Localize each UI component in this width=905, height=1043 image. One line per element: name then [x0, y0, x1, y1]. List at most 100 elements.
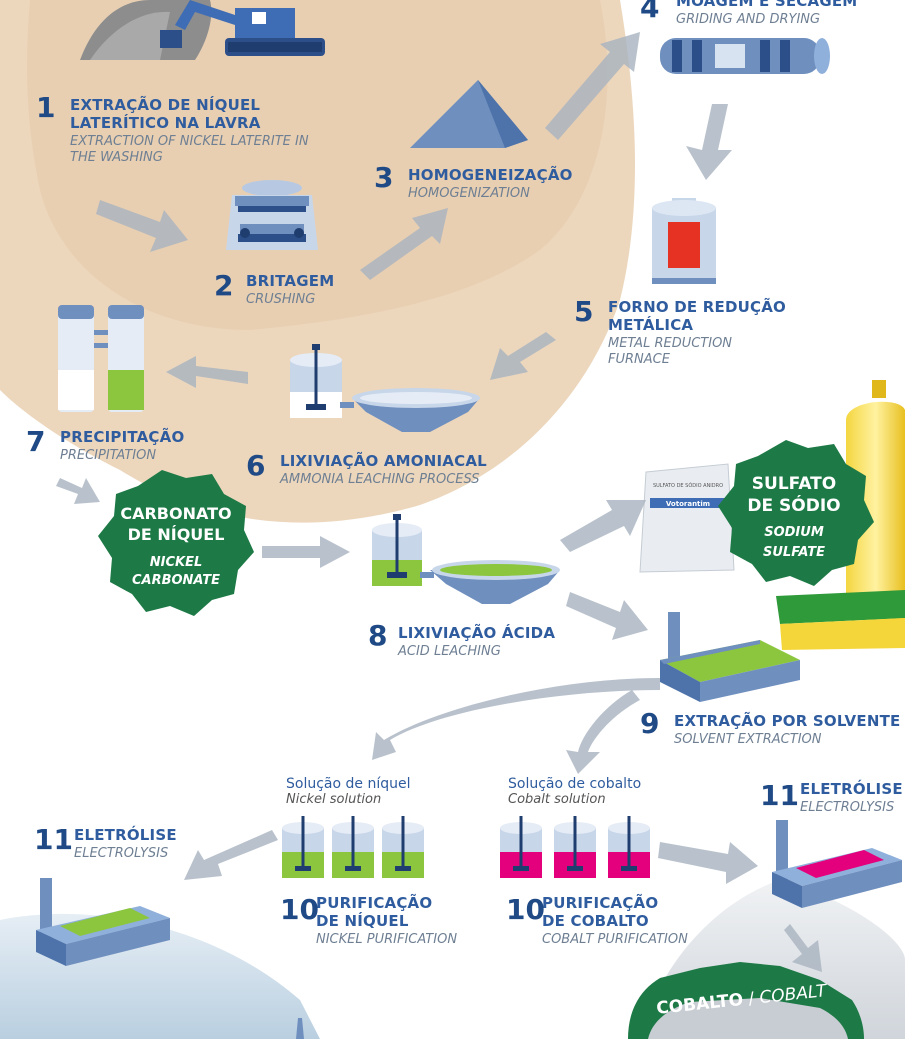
step-7-en: PRECIPITATION [60, 448, 157, 463]
step-8-en: ACID LEACHING [398, 644, 501, 659]
step-11-cobalt-pt: ELETRÓLISE [800, 780, 903, 798]
crusher-icon [226, 180, 318, 250]
step-4-label: MOAGEM E SECAGEM GRIDING AND DRYING [676, 0, 857, 28]
step-10-cobalt-label: PURIFICAÇÃO DE COBALTO COBALT PURIFICATI… [542, 894, 688, 948]
sulfate-en-line1: SODIUM [764, 525, 824, 540]
arrow-1-to-2 [96, 200, 188, 252]
arrow-2-to-3 [360, 208, 448, 280]
step-3-label: HOMOGENEIZAÇÃO HOMOGENIZATION [408, 166, 573, 202]
nickel-electrolysis-cell-icon [36, 878, 170, 966]
step-3-number: 3 [374, 161, 394, 194]
arrow-3-to-4 [545, 32, 640, 140]
arrow-carbonate-to-8 [262, 536, 350, 568]
step-10-cobalt-pt: PURIFICAÇÃO DE COBALTO [542, 894, 659, 930]
step-11-nickel-label: ELETRÓLISE ELECTROLYSIS [74, 826, 177, 862]
carbonate-en-line2: CARBONATE [132, 573, 220, 588]
arrow-cobalt-to-11 [658, 842, 758, 884]
step-11-cobalt-label: ELETRÓLISE ELECTROLYSIS [800, 780, 903, 816]
flow-arrows [56, 32, 822, 972]
stockpile-icon [410, 80, 528, 148]
cobalt-solution-label: Solução de cobalto Cobalt solution [508, 776, 641, 807]
arrow-nickel-to-11 [184, 830, 278, 880]
sulfate-pt-line2: DE SÓDIO [747, 494, 840, 516]
arrow-5-to-6 [490, 332, 556, 380]
acid-leach-tank-icon [372, 514, 560, 604]
step-5-pt: FORNO DE REDUÇÃO METÁLICA [608, 298, 786, 334]
step-3-en: HOMOGENIZATION [408, 186, 530, 201]
arrow-9-to-nickel [372, 678, 660, 760]
step-3-pt: HOMOGENEIZAÇÃO [408, 166, 573, 184]
step-1-label: EXTRAÇÃO DE NÍQUEL LATERÍTICO NA LAVRA E… [70, 96, 370, 166]
step-9-label: EXTRAÇÃO POR SOLVENTE SOLVENT EXTRACTION [674, 712, 900, 748]
step-10-nickel-en: NICKEL PURIFICATION [316, 932, 458, 947]
step-11-cobalt-en: ELECTROLYSIS [800, 800, 895, 815]
step-1-en: EXTRACTION OF NICKEL LATERITE IN THE WAS… [70, 134, 309, 165]
step-1-number: 1 [36, 91, 56, 124]
step-7-label: PRECIPITAÇÃO PRECIPITATION [60, 428, 184, 464]
step-2-pt: BRITAGEM [246, 272, 335, 290]
step-2-en: CRUSHING [246, 292, 316, 307]
detergent-bottle-icon [846, 380, 905, 620]
step-2-label: BRITAGEM CRUSHING [246, 272, 334, 308]
step-6-number: 6 [246, 449, 266, 482]
step-10-cobalt-number: 10 [506, 893, 545, 926]
cobalt-electrolysis-cell-icon [772, 820, 902, 908]
step-5-label: FORNO DE REDUÇÃO METÁLICA METAL REDUCTIO… [608, 298, 808, 368]
step-6-label: LIXIVIAÇÃO AMONIACAL AMMONIA LEACHING PR… [280, 452, 487, 488]
excavator-icon [160, 0, 325, 56]
step-9-en: SOLVENT EXTRACTION [674, 732, 822, 747]
rotary-drum-icon [660, 38, 830, 74]
step-9-pt: EXTRAÇÃO POR SOLVENTE [674, 712, 901, 730]
sodium-sulfate-badge: SULFATO DE SÓDIO SODIUM SULFATE [718, 440, 874, 586]
step-6-en: AMMONIA LEACHING PROCESS [280, 472, 480, 487]
precipitation-columns-icon [58, 305, 144, 412]
step-4-en: GRIDING AND DRYING [676, 12, 821, 27]
arrow-9-to-cobalt [566, 690, 640, 774]
carbonate-pt-line1: CARBONATO [120, 504, 231, 523]
step-11-nickel-number: 11 [34, 823, 73, 856]
reduction-furnace-icon [652, 198, 716, 284]
arrow-4-to-5 [686, 104, 732, 180]
arrow-11-to-cobalt [784, 924, 822, 972]
cobalt-badge: COBALTO / COBALT [628, 962, 864, 1039]
carbonate-en-line1: NICKEL [150, 555, 203, 570]
step-1-pt: EXTRAÇÃO DE NÍQUEL LATERÍTICO NA LAVRA [70, 96, 261, 132]
step-9-number: 9 [640, 707, 660, 740]
nickel-solution-label: Solução de níquel Nickel solution [286, 776, 410, 807]
step-5-number: 5 [574, 295, 594, 328]
step-11-cobalt-number: 11 [760, 779, 799, 812]
cobalt-purification-tanks-icon [500, 816, 650, 878]
step-4-number: 4 [640, 0, 660, 24]
step-5-en: METAL REDUCTION FURNACE [608, 336, 733, 367]
step-10-nickel-label: PURIFICAÇÃO DE NÍQUEL NICKEL PURIFICATIO… [316, 894, 457, 948]
step-7-number: 7 [26, 425, 46, 458]
cobalt-solution-pt: Solução de cobalto [508, 776, 642, 792]
bag-title-text: SULFATO DE SÓDIO ANIDRO [653, 482, 723, 489]
beige-zone-inner [27, 0, 608, 330]
carbonate-pt-line2: DE NÍQUEL [128, 525, 225, 544]
step-8-label: LIXIVIAÇÃO ÁCIDA ACID LEACHING [398, 624, 555, 660]
step-7-pt: PRECIPITAÇÃO [60, 428, 185, 446]
arrow-6-to-7 [166, 356, 248, 388]
step-11-nickel-pt: ELETRÓLISE [74, 826, 177, 844]
sulfate-en-line2: SULFATE [763, 545, 825, 560]
bottom-pillar [296, 1018, 304, 1039]
step-6-pt: LIXIVIAÇÃO AMONIACAL [280, 452, 487, 470]
solvent-extraction-tank-icon [660, 612, 800, 702]
step-2-number: 2 [214, 269, 234, 302]
step-10-cobalt-en: COBALT PURIFICATION [542, 932, 688, 947]
step-8-pt: LIXIVIAÇÃO ÁCIDA [398, 624, 556, 642]
ammonia-leach-tank-icon [290, 344, 480, 432]
arrow-8-to-9 [566, 592, 648, 640]
bag-brand-text: Votorantim [666, 500, 710, 508]
nickel-solution-en: Nickel solution [286, 792, 382, 807]
sulfate-pt-line1: SULFATO [752, 474, 836, 494]
step-10-nickel-pt: PURIFICAÇÃO DE NÍQUEL [316, 894, 433, 930]
cobalt-solution-en: Cobalt solution [508, 792, 606, 807]
sponge-icon [776, 590, 905, 650]
cobalt-badge-sep: / [742, 988, 761, 1010]
nickel-purification-tanks-icon [282, 816, 424, 878]
arrow-7-to-carbonate [56, 478, 100, 504]
